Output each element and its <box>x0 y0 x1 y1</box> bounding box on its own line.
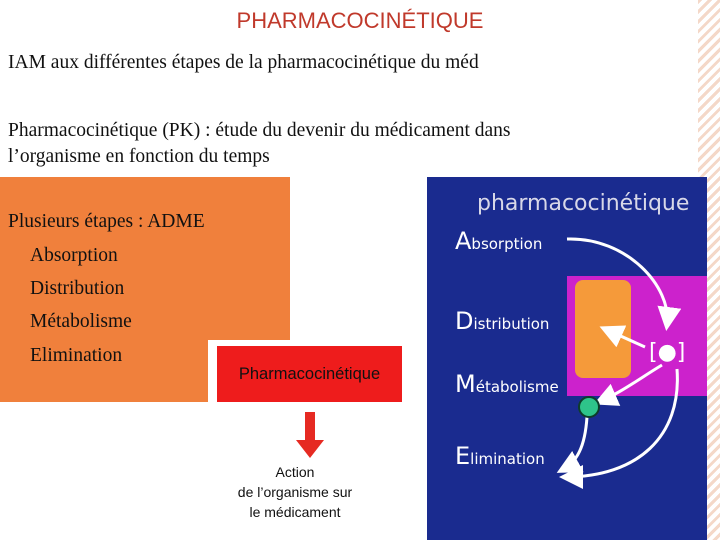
pharmacokinetics-box: Pharmacocinétique <box>208 340 402 402</box>
action-line-3: le médicament <box>230 502 360 522</box>
step-distribution: Distribution <box>30 278 124 300</box>
down-arrow-icon <box>294 412 326 460</box>
action-caption: Action de l’organisme sur le médicament <box>230 462 360 522</box>
metabolite-elimination-arrow <box>562 417 587 470</box>
step-metabolism: Métabolisme <box>30 311 132 333</box>
pharmacokinetics-label: Pharmacocinétique <box>217 346 402 402</box>
pharmacokinetics-figure: pharmacocinétique Absorption Distributio… <box>427 177 707 540</box>
stage-elimination: Elimination <box>455 442 545 470</box>
pharmacokinetics-diagram: pharmacocinétique Absorption Distributio… <box>427 177 707 540</box>
stage-distribution: Distribution <box>455 307 549 335</box>
figure-title: pharmacocinétique <box>477 191 689 216</box>
definition-line-2: l’organisme en fonction du temps <box>8 144 270 170</box>
concentration-label: [●] <box>649 340 685 365</box>
stage-absorption: Absorption <box>455 227 542 255</box>
step-elimination: Elimination <box>30 345 122 367</box>
action-line-2: de l’organisme sur <box>230 482 360 502</box>
metabolite-dot <box>579 397 599 417</box>
action-line-1: Action <box>230 462 360 482</box>
intro-text: IAM aux différentes étapes de la pharmac… <box>8 50 479 76</box>
compartment-box <box>575 280 631 378</box>
slide-title: PHARMACOCINÉTIQUE <box>0 8 720 34</box>
definition-line-1: Pharmacocinétique (PK) : étude du deveni… <box>8 118 511 144</box>
step-absorption: Absorption <box>30 245 118 267</box>
adme-heading: Plusieurs étapes : ADME <box>8 211 205 233</box>
stage-metabolism: Métabolisme <box>455 370 559 398</box>
